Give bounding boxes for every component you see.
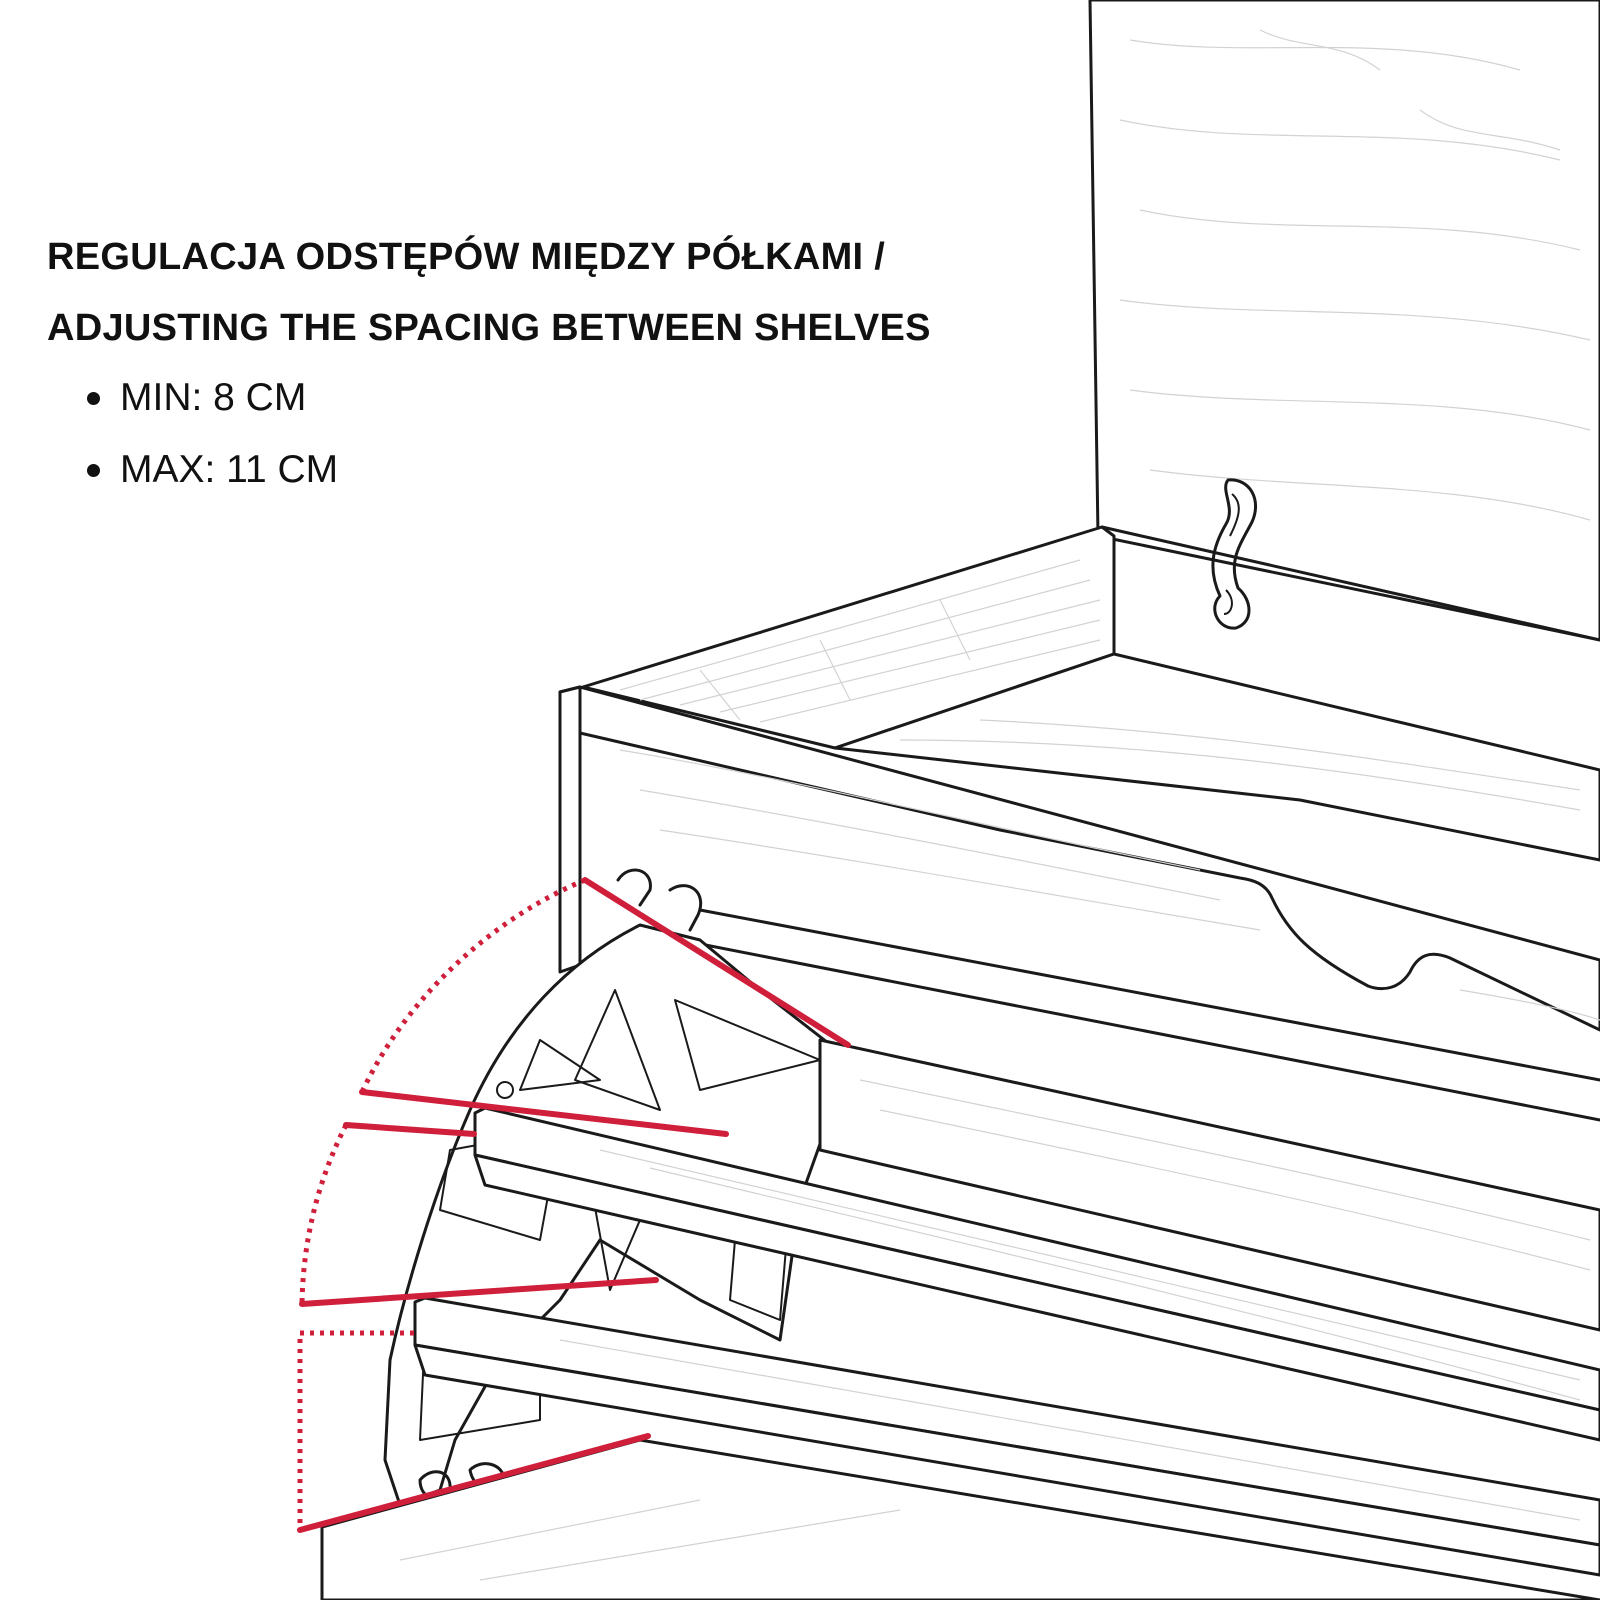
bullet-dot-icon <box>87 392 100 405</box>
spec-min-item: MIN: 8 CM <box>70 362 338 434</box>
spec-min-label: MIN: 8 CM <box>120 376 307 419</box>
title-line-english: ADJUSTING THE SPACING BETWEEN SHELVES <box>47 307 931 349</box>
bullet-dot-icon <box>87 464 100 477</box>
title-line-polish: REGULACJA ODSTĘPÓW MIĘDZY PÓŁKAMI / <box>47 236 886 278</box>
spacing-spec-list: MIN: 8 CM MAX: 11 CM <box>70 362 338 506</box>
cabinet-left-side <box>558 685 582 974</box>
shelf-upper <box>818 1038 1600 1332</box>
spec-max-label: MAX: 11 CM <box>120 448 339 491</box>
shelf-middle <box>473 1106 1600 1442</box>
spec-max-item: MAX: 11 CM <box>70 434 338 506</box>
cabinet-front-rail <box>558 685 1600 1032</box>
cabinet-lid <box>1088 0 1600 642</box>
page-title: REGULACJA ODSTĘPÓW MIĘDZY PÓŁKAMI / ADJU… <box>47 222 1047 364</box>
inner-slot-lines <box>678 908 1600 1122</box>
lid-hinge-icon <box>1211 478 1258 630</box>
cabinet-back-wall <box>581 525 1116 750</box>
side-wall-edge <box>1100 525 1600 642</box>
spacing-indicator <box>297 877 851 1533</box>
cabinet-inner-floor <box>833 652 1600 862</box>
